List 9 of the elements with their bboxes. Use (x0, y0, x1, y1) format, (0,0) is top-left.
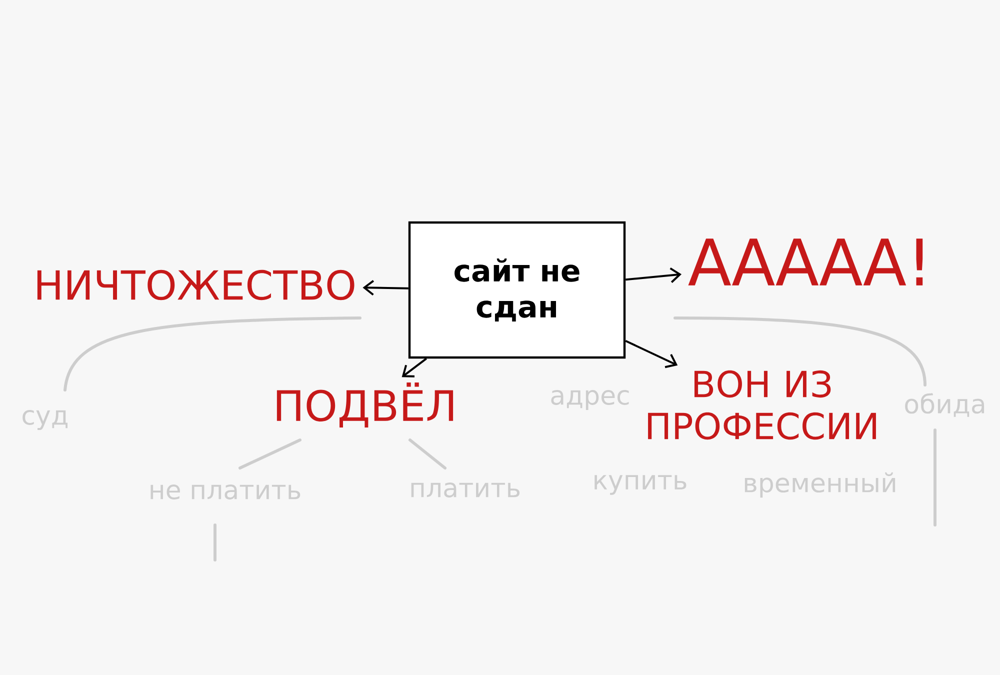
process-box: сайт не сдан (408, 221, 626, 359)
outcome-text: НИЧТОЖЕСТВО (37, 270, 354, 300)
outcome-text: ПОДВЁЛ (276, 382, 454, 428)
outcome-text: ААААА! (688, 238, 923, 286)
arrow (402, 358, 428, 378)
arrow (625, 340, 678, 368)
arrow (626, 267, 682, 283)
arrow (362, 280, 408, 296)
outcome-text: ВОН ИЗ ПРОФЕССИИ (648, 370, 876, 440)
